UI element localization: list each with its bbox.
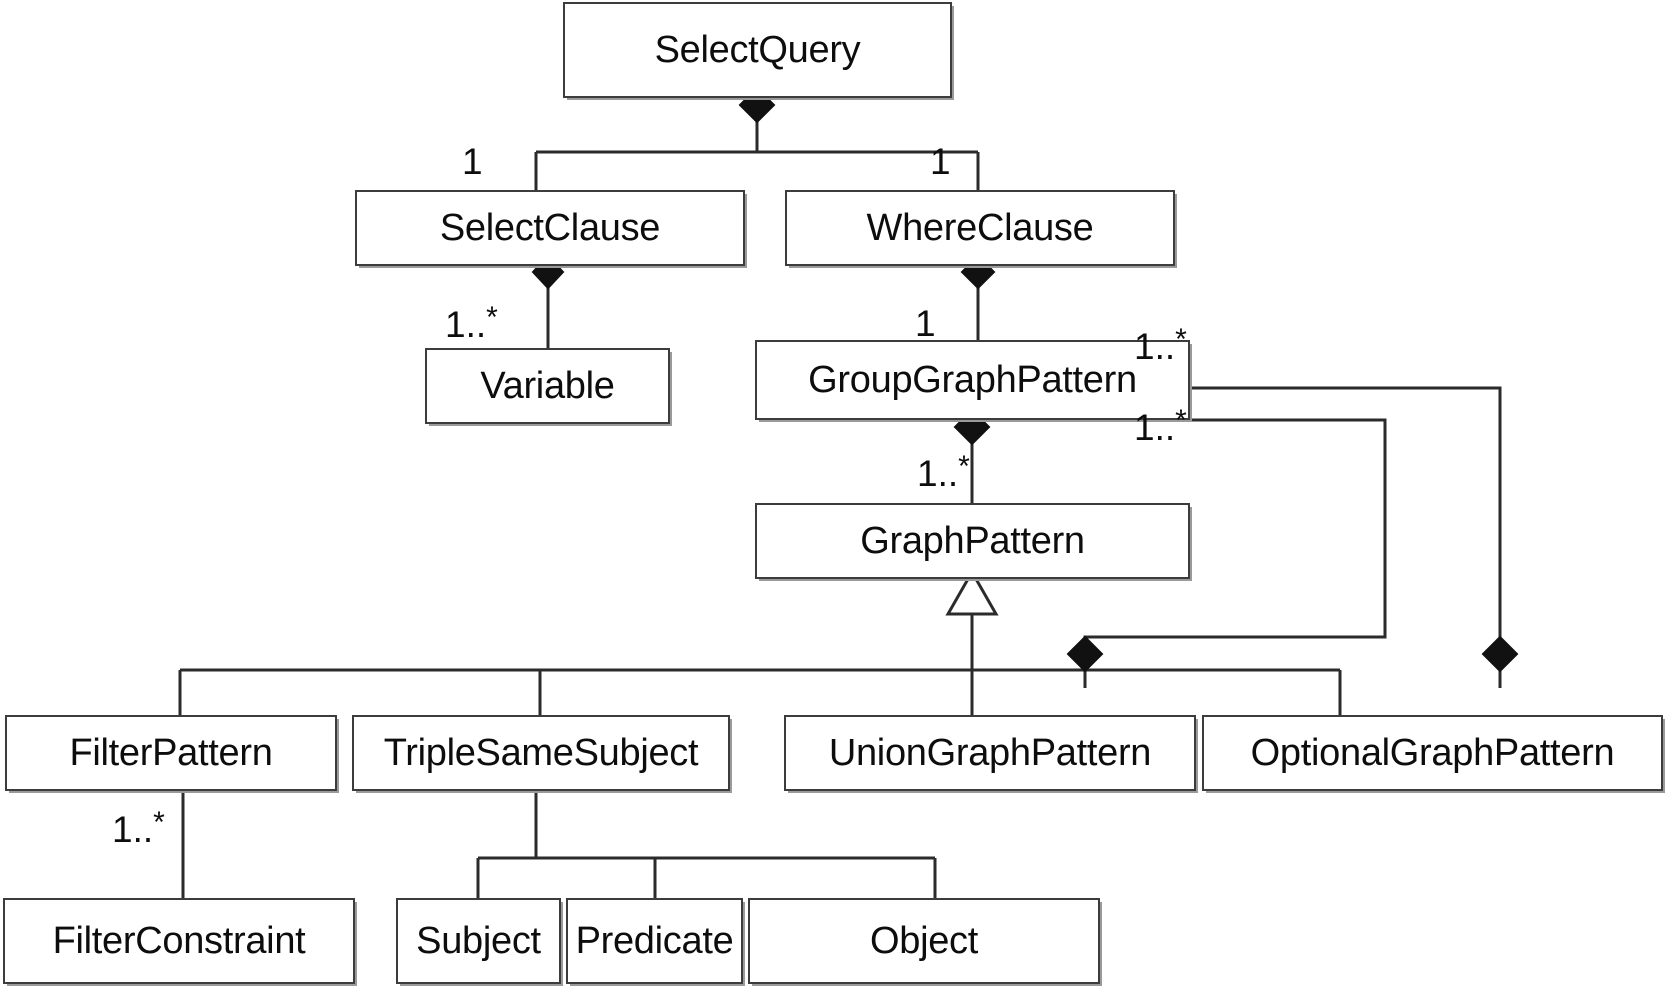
- multiplicity-union-assoc: 1..*: [1134, 404, 1187, 448]
- class-box-filter-constraint[interactable]: FilterConstraint: [3, 898, 355, 984]
- multiplicity-value: 1..: [917, 453, 959, 494]
- multiplicity-graph-pattern: 1..*: [917, 450, 970, 494]
- class-box-variable[interactable]: Variable: [425, 348, 670, 424]
- class-label: FilterConstraint: [52, 920, 306, 962]
- multiplicity-select-clause: 1: [462, 143, 483, 180]
- class-label: GraphPattern: [860, 520, 1085, 562]
- class-label: GroupGraphPattern: [808, 359, 1137, 401]
- class-box-triple-same-subject[interactable]: TripleSameSubject: [352, 715, 730, 791]
- class-label: OptionalGraphPattern: [1250, 732, 1615, 774]
- multiplicity-optional-assoc: 1..*: [1134, 323, 1187, 367]
- class-box-where-clause[interactable]: WhereClause: [785, 190, 1175, 266]
- class-label: UnionGraphPattern: [828, 732, 1152, 774]
- class-label: SelectQuery: [654, 29, 861, 71]
- generalization-triangle-graphpattern: [945, 568, 999, 616]
- composition-diamond-uniongraphpattern: [1066, 635, 1104, 673]
- edge-optionalgraphpattern-to-groupgraphpattern: [1190, 386, 1502, 688]
- class-label: Subject: [416, 920, 541, 962]
- class-box-subject[interactable]: Subject: [396, 898, 561, 984]
- multiplicity-value: 1: [915, 303, 936, 344]
- multiplicity-star: *: [1175, 404, 1187, 437]
- class-box-predicate[interactable]: Predicate: [566, 898, 743, 984]
- multiplicity-group-graph-pattern: 1: [915, 305, 936, 342]
- composition-diamond-optionalgraphpattern: [1481, 635, 1519, 673]
- class-box-filter-pattern[interactable]: FilterPattern: [5, 715, 337, 791]
- multiplicity-value: 1..: [1134, 407, 1176, 448]
- class-box-group-graph-pattern[interactable]: GroupGraphPattern: [755, 340, 1190, 420]
- class-label: FilterPattern: [69, 732, 273, 774]
- multiplicity-star: *: [153, 806, 165, 839]
- class-box-union-graph-pattern[interactable]: UnionGraphPattern: [784, 715, 1196, 791]
- class-label: Object: [869, 920, 979, 962]
- class-label: TripleSameSubject: [383, 732, 699, 774]
- multiplicity-value: 1..: [445, 304, 487, 345]
- multiplicity-value: 1: [930, 141, 951, 182]
- class-box-optional-graph-pattern[interactable]: OptionalGraphPattern: [1202, 715, 1663, 791]
- class-box-select-clause[interactable]: SelectClause: [355, 190, 745, 266]
- class-box-select-query[interactable]: SelectQuery: [563, 2, 952, 98]
- class-box-object[interactable]: Object: [748, 898, 1100, 984]
- class-label: SelectClause: [439, 207, 661, 249]
- multiplicity-where-clause: 1: [930, 143, 951, 180]
- class-label: Variable: [480, 365, 615, 407]
- class-label: WhereClause: [866, 207, 1094, 249]
- multiplicity-variable: 1..*: [445, 301, 498, 345]
- multiplicity-star: *: [486, 301, 498, 334]
- class-label: Predicate: [575, 920, 734, 962]
- multiplicity-value: 1..: [112, 809, 154, 850]
- multiplicity-star: *: [958, 450, 970, 483]
- multiplicity-value: 1..: [1134, 326, 1176, 367]
- class-box-graph-pattern[interactable]: GraphPattern: [755, 503, 1190, 579]
- multiplicity-filter-constraint: 1..*: [112, 806, 165, 850]
- multiplicity-star: *: [1175, 323, 1187, 356]
- multiplicity-value: 1: [462, 141, 483, 182]
